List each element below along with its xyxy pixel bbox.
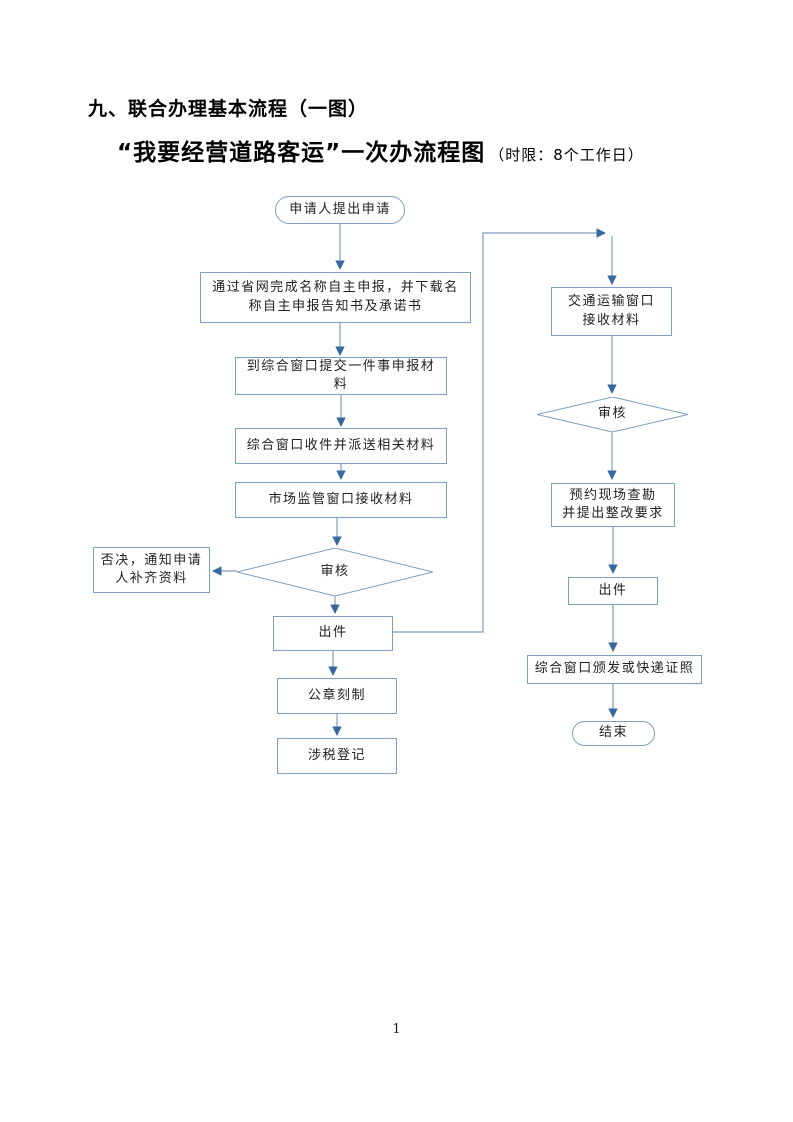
node-tax-registration: 涉税登记 [277, 738, 397, 774]
node-issue-left: 出件 [273, 616, 393, 651]
diamond-shape [237, 548, 433, 596]
node-review-right: 审核 [537, 397, 688, 432]
node-review-right-label: 审核 [597, 406, 627, 422]
node-review-left: 审核 [237, 548, 433, 596]
flowchart-title-note: （时限：8个工作日） [489, 146, 644, 164]
section-title: 九、联合办理基本流程（一图） [88, 98, 369, 120]
flowchart-title-main: “我要经营道路客运”一次办流程图 [117, 140, 486, 166]
node-start-apply: 申请人提出申请 [275, 196, 405, 224]
node-submit-materials: 到综合窗口提交一件事申报材 料 [235, 357, 447, 395]
node-market-regulation-receive: 市场监管窗口接收材料 [235, 482, 447, 518]
node-license-delivery: 综合窗口颁发或快递证照 [527, 655, 702, 684]
node-seal-carving: 公章刻制 [277, 678, 397, 714]
node-reject-notice: 否决，通知申请 人补齐资料 [93, 547, 210, 593]
node-transport-receive: 交通运输窗口 接收材料 [551, 287, 672, 336]
node-window-dispatch: 综合窗口收件并派送相关材料 [235, 428, 447, 464]
diamond-shape [537, 397, 688, 432]
node-issue-right: 出件 [568, 577, 658, 605]
node-end: 结束 [572, 721, 655, 746]
node-name-declaration: 通过省网完成名称自主申报，并下载名 称自主申报告知书及承诺书 [200, 272, 471, 323]
flowchart-title: “我要经营道路客运”一次办流程图（时限：8个工作日） [117, 133, 644, 167]
node-review-left-label: 审核 [320, 563, 350, 579]
page-number: 1 [392, 1022, 401, 1037]
node-site-survey: 预约现场查勘 并提出整改要求 [551, 483, 675, 527]
